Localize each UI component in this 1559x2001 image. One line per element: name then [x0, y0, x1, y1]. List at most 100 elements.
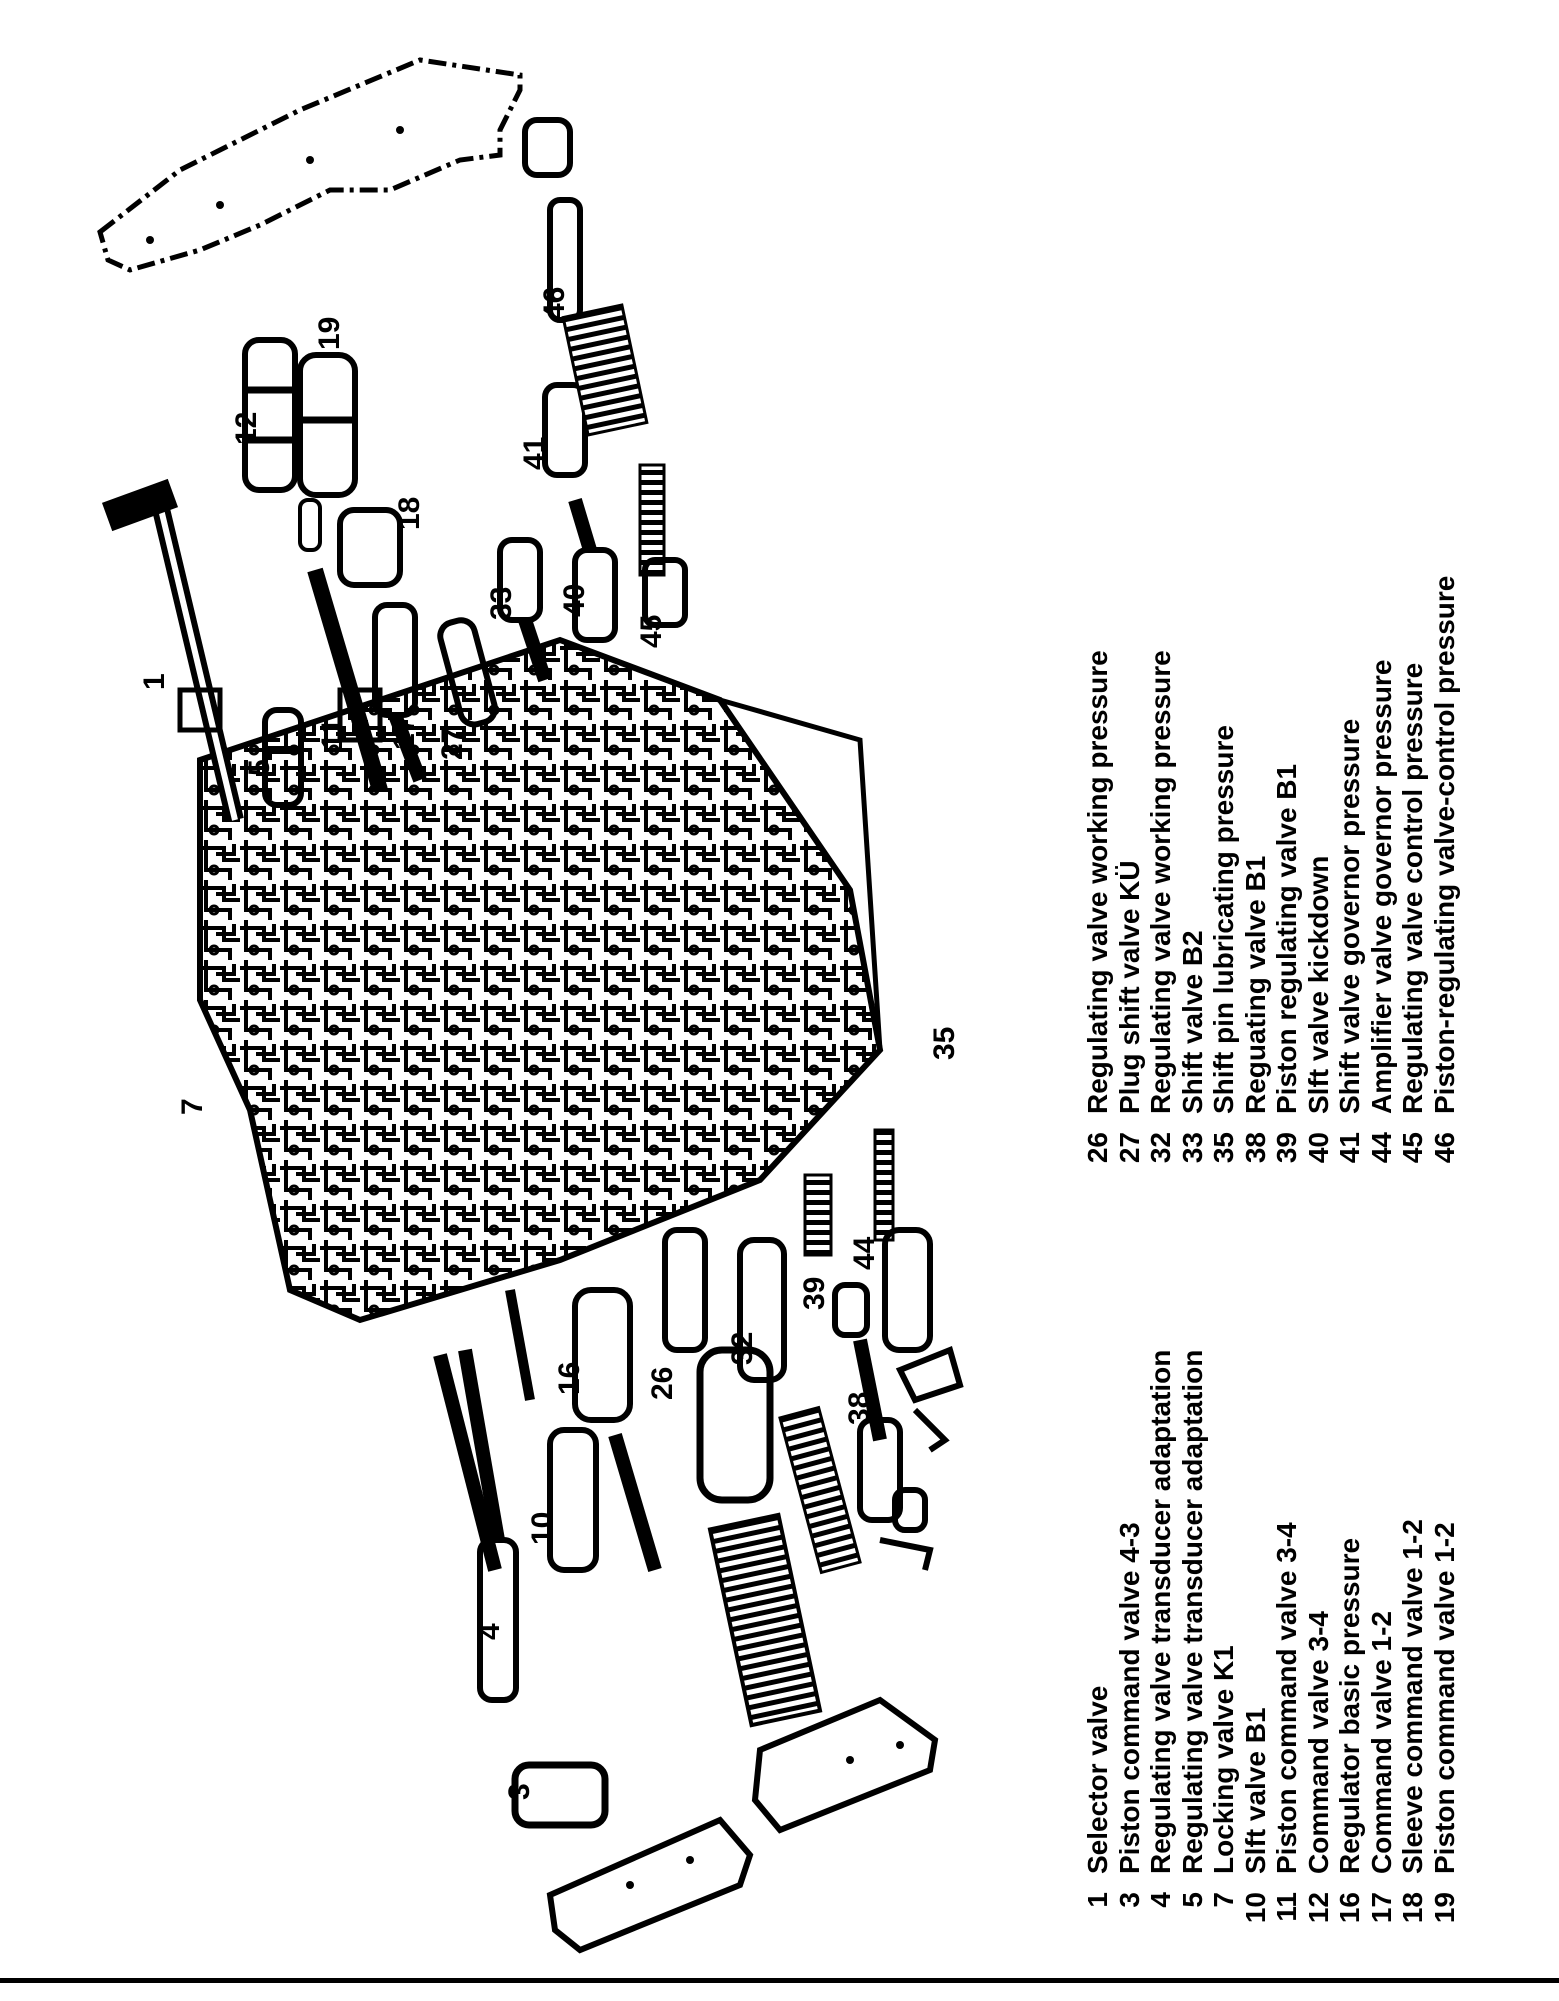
- legend-number: 12: [1302, 1892, 1334, 1924]
- part-16-regulator: [572, 1287, 633, 1423]
- legend-label: Command valve 1-2: [1365, 1611, 1397, 1874]
- legend-label: Reguating valve B1: [1239, 855, 1271, 1114]
- legend-label: Regulator basic pressure: [1334, 1537, 1365, 1874]
- legend-number: 3: [1113, 1892, 1145, 1908]
- part-38-valve: [853, 1338, 903, 1523]
- callout-11: 11: [316, 718, 349, 750]
- small-pin: [298, 498, 322, 552]
- legend-number: 45: [1397, 1132, 1428, 1164]
- gasket-plate-lower: [751, 1696, 939, 1834]
- legend-row: 4 Regulating valve transducer adaptation: [1145, 1350, 1177, 1940]
- callout-27: 27: [436, 726, 469, 760]
- legend-label: Command valve 3-4: [1302, 1611, 1334, 1874]
- legend-label: Shift valve governor pressure: [1334, 718, 1365, 1114]
- legend-number: 17: [1365, 1892, 1397, 1924]
- legend-number: 39: [1271, 1132, 1302, 1164]
- legend-number: 35: [1208, 1132, 1239, 1164]
- callout-26: 26: [646, 1366, 679, 1400]
- legend-label: Sleeve command valve 1-2: [1397, 1519, 1428, 1874]
- legend-label: Piston command valve 1-2: [1428, 1522, 1460, 1874]
- callout-16: 16: [553, 1361, 586, 1395]
- callout-4: 4: [473, 1623, 506, 1640]
- spring-rod-left: [433, 1353, 502, 1572]
- part-26-valve: [662, 1227, 774, 1504]
- callout-38: 38: [843, 1391, 876, 1425]
- part-5-valve: [262, 707, 304, 808]
- callout-18: 18: [393, 496, 426, 530]
- legend-label: Piston command valve 3-4: [1271, 1522, 1302, 1874]
- legend-row: 16 Regulator basic pressure: [1334, 1350, 1366, 1940]
- legend-number: 7: [1208, 1892, 1239, 1908]
- separator-plate-top: [97, 57, 523, 273]
- legend-label: Selector valve: [1082, 1685, 1113, 1874]
- callout-32: 32: [726, 1331, 759, 1365]
- legend-number: 27: [1113, 1132, 1145, 1164]
- legend-label: Shift pin lubricating pressure: [1208, 725, 1239, 1114]
- legend-row: 39 Piston regulating valve B1: [1271, 576, 1303, 1180]
- callout-44: 44: [848, 1236, 881, 1270]
- gasket-plate-bottom-left: [546, 1816, 754, 1954]
- legend-number: 16: [1334, 1892, 1365, 1924]
- small-cap: [892, 1487, 928, 1533]
- callout-45: 45: [635, 614, 668, 648]
- legend-row: 35 Shift pin lubricating pressure: [1208, 576, 1240, 1180]
- legend-label: Piston-regulating valve-control pressure: [1428, 575, 1460, 1114]
- legend-row: 17 Command valve 1-2: [1366, 1350, 1398, 1940]
- part-10-valve: [547, 1427, 599, 1573]
- legend-number: 32: [1145, 1132, 1176, 1164]
- legend-row: 41 Shift valve governor pressure: [1334, 576, 1366, 1180]
- legend-number: 4: [1145, 1892, 1176, 1908]
- legend-number: 5: [1176, 1892, 1208, 1908]
- legend-label: Amplifier valve governor pressure: [1365, 659, 1397, 1114]
- callout-33: 33: [485, 586, 518, 620]
- callout-46: 46: [538, 286, 571, 320]
- small-pin-right: [912, 1407, 950, 1453]
- legend-number: 46: [1428, 1132, 1460, 1164]
- legend-label: Regulating valve working pressure: [1082, 650, 1113, 1114]
- spring-rod-middle: [608, 1433, 662, 1572]
- spring-rod-small: [505, 1289, 535, 1401]
- legend-row: 32 Regulating valve working pressure: [1145, 576, 1177, 1180]
- legend-number: 44: [1365, 1132, 1397, 1164]
- callout-5: 5: [243, 759, 276, 776]
- legend-label: Slft valve kickdown: [1302, 855, 1334, 1114]
- callout-35: 35: [928, 1026, 961, 1060]
- legend-label: Regulating valve working pressure: [1145, 650, 1176, 1114]
- legend-number: 41: [1334, 1132, 1365, 1164]
- legend-label: Shift valve B2: [1176, 930, 1208, 1114]
- callout-1: 1: [138, 673, 171, 690]
- callout-10: 10: [526, 1511, 559, 1545]
- legend-label: Piston command valve 4-3: [1113, 1522, 1145, 1874]
- legend-row: 44 Amplifier valve governor pressure: [1366, 576, 1398, 1180]
- callout-39: 39: [798, 1276, 831, 1310]
- legend-number: 19: [1428, 1892, 1460, 1924]
- legend-number: 26: [1082, 1132, 1113, 1164]
- medium-spring: [778, 1405, 862, 1575]
- part-11-spring: [307, 567, 388, 793]
- callout-19: 19: [313, 316, 346, 350]
- part-44-valve: [873, 1128, 933, 1353]
- legend-label: Regulating valve transducer adaptation: [1145, 1349, 1176, 1874]
- part-32-valve: [737, 1237, 787, 1383]
- part-3-piston: [511, 1761, 609, 1829]
- part-27-plug: [437, 617, 498, 728]
- legend-label: Slft valve B1: [1239, 1707, 1271, 1874]
- part-46-piston-spring: [547, 197, 649, 437]
- valve-body-housing: [197, 636, 884, 1324]
- legend-row: 18 Sleeve command valve 1-2: [1397, 1350, 1429, 1940]
- legend-label: Piston regulating valve B1: [1271, 763, 1302, 1114]
- legend-row: 3 Piston command valve 4-3: [1114, 1350, 1146, 1940]
- legend-number: 18: [1397, 1892, 1428, 1924]
